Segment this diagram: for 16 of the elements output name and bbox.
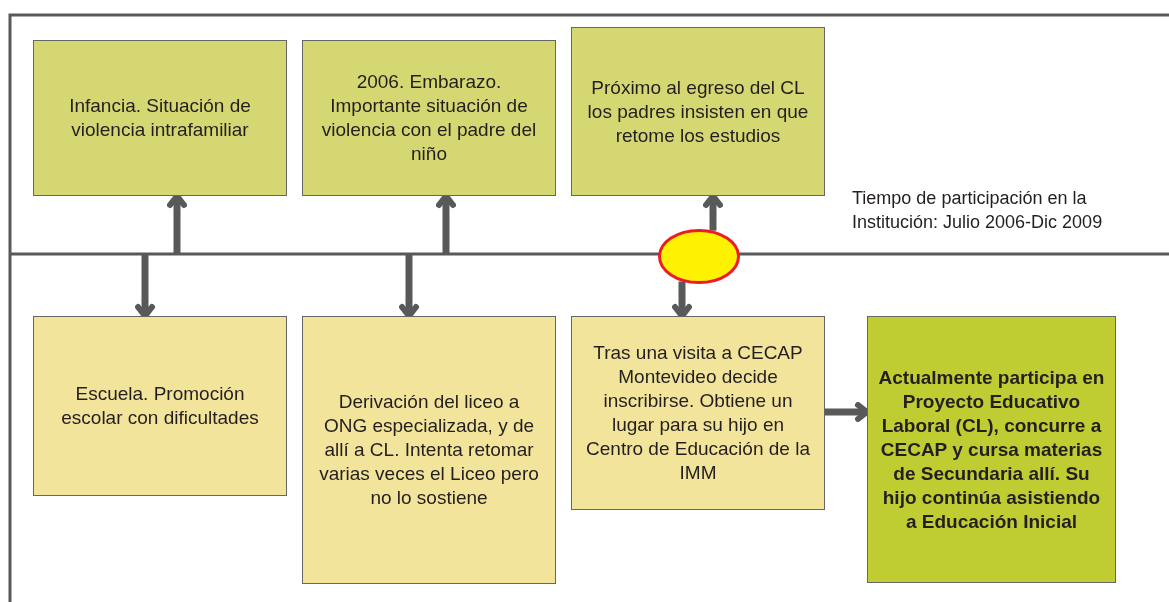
event-box xyxy=(33,316,287,496)
event-text: Escuela. Promoción escolar con dificultades xyxy=(60,382,260,430)
event-text: 2006. Embarazo. Importante situación de violencia con el padre del niño xyxy=(320,70,538,166)
note-text: Tiempo de participación en la Institución: Julio 2006-Dic 2009 xyxy=(852,187,1104,234)
event-box xyxy=(571,27,825,196)
event-text: Tras una visita a CECAP Montevideo decide inscribirse. Obtiene un lugar para su hijo en Centro de Educación de la IMM xyxy=(585,341,811,485)
event-text: Próximo al egreso del CL los padres insisten en que retome los estudios xyxy=(586,75,810,148)
event-box xyxy=(33,40,287,196)
event-text: Derivación del liceo a ONG especializada, y de allí a CL. Intenta retomar varias veces el Liceo pero no lo sostiene xyxy=(318,390,540,510)
event-text: Actualmente participa en Proyecto Educativo Laboral (CL), concurre a CECAP y cursa materias de Secundaria allí. Su hijo continúa asistiendo a Educación Inicial xyxy=(877,365,1106,534)
marker-ellipse xyxy=(658,229,740,284)
event-text: Infancia. Situación de violencia intrafamiliar xyxy=(68,94,252,142)
event-box xyxy=(867,316,1116,583)
event-box xyxy=(571,316,825,510)
event-box xyxy=(302,40,556,196)
event-box xyxy=(302,316,556,584)
